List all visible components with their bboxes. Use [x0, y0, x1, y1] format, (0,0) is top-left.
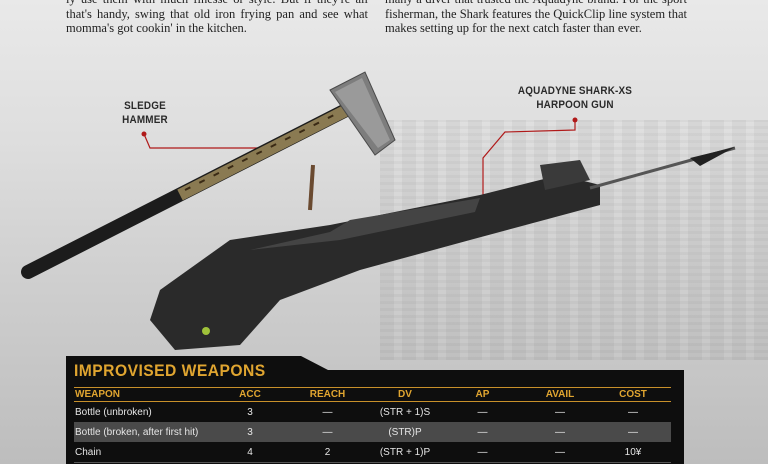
col-ap: AP — [440, 387, 525, 402]
table-row: Bottle (broken, after first hit) 3 — (ST… — [74, 422, 671, 442]
table-row: Chain 4 2 (STR + 1)P — — 10¥ — [74, 442, 671, 463]
cell: 3 — [247, 406, 253, 418]
cell: (STR + 1)P — [370, 442, 440, 463]
table-title: IMPROVISED WEAPONS — [74, 361, 266, 380]
cell: — — [525, 442, 595, 463]
gun-leader-line — [482, 120, 576, 210]
col-acc: ACC — [215, 387, 285, 402]
label-line: HAMMER — [122, 114, 168, 126]
hammer-leader-line — [143, 133, 280, 149]
col-cost: COST — [595, 387, 671, 402]
cell: (STR + 1)S — [379, 406, 431, 418]
col-avail: AVAIL — [525, 387, 595, 402]
label-line: SLEDGE — [124, 100, 166, 112]
table-header-row: WEAPON ACC REACH DV AP AVAIL COST — [74, 387, 671, 402]
cell: Bottle (broken, after first hit) — [74, 422, 215, 442]
label-line: AQUADYNE SHARK-XS — [517, 85, 633, 97]
gun-leader-dot — [572, 117, 578, 123]
hammer-leader-dot — [141, 131, 147, 137]
cell: — — [628, 406, 638, 418]
cell: — — [595, 422, 671, 442]
body-text-right: many a diver that trusted the Aquadyne b… — [385, 0, 687, 35]
cell: — — [440, 442, 525, 463]
cell: — — [477, 406, 488, 418]
cell: Chain — [74, 442, 215, 463]
cell: — — [440, 422, 525, 442]
harpoon-gun-label: AQUADYNE SHARK-XS HARPOON GUN — [512, 84, 638, 112]
col-weapon: WEAPON — [74, 387, 215, 402]
cell: Bottle (unbroken) — [75, 406, 152, 418]
cell: — — [525, 422, 595, 442]
cell: — — [285, 422, 370, 442]
col-dv: DV — [370, 387, 440, 402]
col-reach: REACH — [285, 387, 370, 402]
cell: 2 — [285, 442, 370, 463]
improvised-weapons-table: IMPROVISED WEAPONS WEAPON ACC REACH DV A… — [66, 356, 684, 464]
sledge-hammer-image — [21, 71, 396, 279]
cell: 10¥ — [595, 442, 671, 463]
cell: (STR)P — [370, 422, 440, 442]
cell: — — [555, 406, 565, 418]
cell: — — [322, 406, 333, 418]
cell: 3 — [215, 422, 285, 442]
harpoon-gun-image — [150, 146, 736, 350]
body-text-left: ly use them with much finesse or style. … — [66, 0, 368, 35]
sledge-hammer-label: SLEDGE HAMMER — [114, 99, 177, 127]
table-row: Bottle (unbroken) 3 — (STR + 1)S — — — — [74, 402, 671, 423]
cell: 4 — [215, 442, 285, 463]
label-line: HARPOON GUN — [536, 99, 614, 111]
